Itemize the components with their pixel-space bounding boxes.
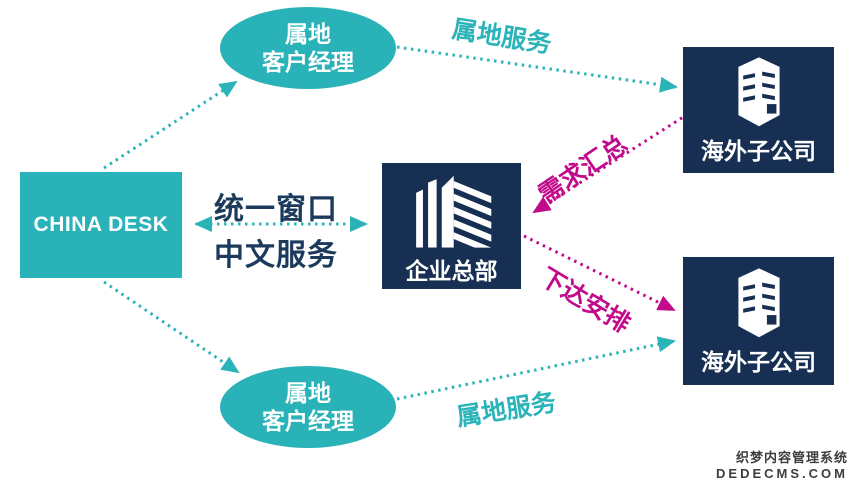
manager-top-label-line1: 属地	[285, 21, 331, 47]
arrow-manager-top-to-subsidiary-top	[396, 45, 678, 93]
arrow-manager-bottom-to-subsidiary-bottom	[396, 336, 676, 401]
overseas-subsidiary-bottom-label: 海外子公司	[701, 349, 816, 375]
headquarters-building-icon	[415, 175, 491, 248]
watermark-chinese-text: 织梦内容管理系统	[735, 450, 848, 465]
manager-bottom-label-line1: 属地	[285, 380, 331, 406]
overseas-subsidiary-top-node: 海外子公司	[683, 47, 834, 173]
overseas-subsidiary-top-label: 海外子公司	[701, 138, 816, 164]
chinese-service-label: 中文服务	[214, 239, 338, 272]
unified-window-label: 统一窗口	[214, 193, 338, 226]
arrow-chinadesk-to-manager-top	[103, 80, 238, 170]
local-account-manager-top-node: 属地 客户经理	[220, 7, 396, 89]
arrow-subsidiary-top-to-headquarters	[532, 112, 689, 214]
manager-bottom-label-line2: 客户经理	[262, 408, 354, 434]
watermark-domain-text: DEDECMS.COM	[716, 466, 848, 481]
overseas-subsidiary-bottom-node: 海外子公司	[683, 257, 834, 385]
china-desk-node: CHINA DESK	[20, 172, 182, 278]
local-account-manager-bottom-node: 属地 客户经理	[220, 366, 396, 448]
overseas-subsidiary-bottom-building-icon	[737, 268, 780, 338]
headquarters-label: 企业总部	[405, 258, 498, 284]
dedecms-watermark: 织梦内容管理系统 DEDECMS.COM	[716, 450, 848, 482]
china-desk-label: CHINA DESK	[33, 213, 169, 236]
manager-top-label-line2: 客户经理	[262, 49, 354, 75]
headquarters-node: 企业总部	[382, 163, 521, 289]
overseas-subsidiary-top-building-icon	[737, 57, 780, 127]
arrow-chinadesk-to-manager-bottom	[103, 280, 240, 374]
